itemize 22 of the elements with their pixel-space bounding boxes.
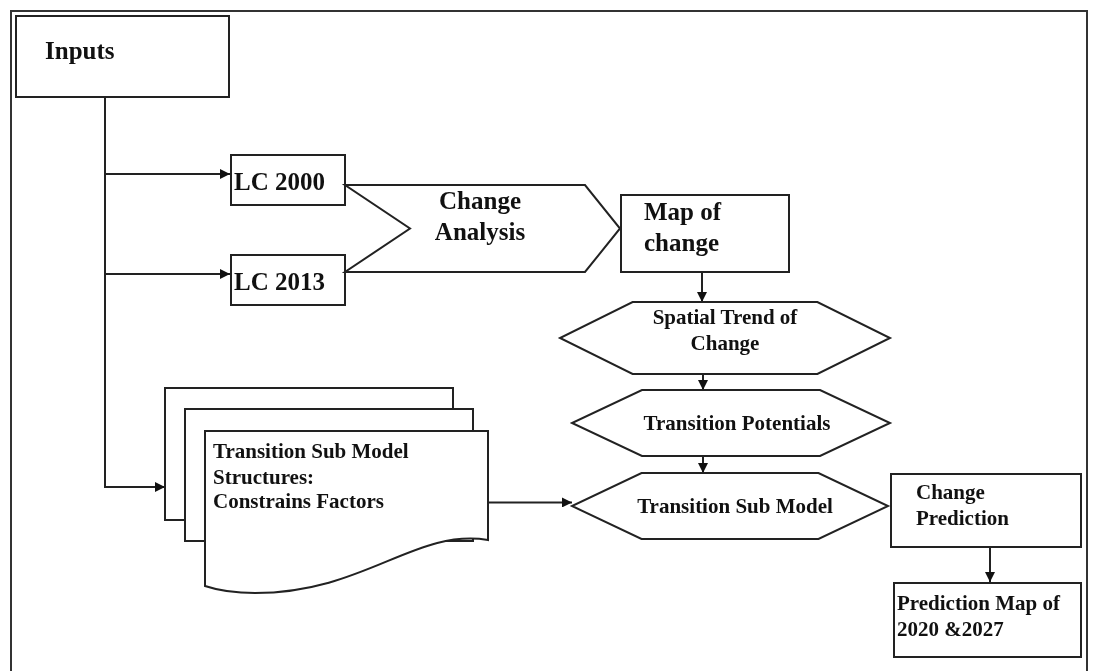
node-label: Change Prediction xyxy=(916,479,1010,532)
process-box xyxy=(15,15,230,98)
process-box xyxy=(620,194,790,273)
node-label: Inputs xyxy=(45,36,116,66)
arrow xyxy=(697,272,707,303)
arrow xyxy=(698,455,708,474)
process-box xyxy=(230,154,346,206)
node-label: Transition Potentials xyxy=(642,410,832,437)
node-label: Constrains Factors xyxy=(213,488,385,515)
process-box xyxy=(890,473,1082,548)
process-box xyxy=(230,254,346,306)
node-label: Prediction Map of 2020 &2027 xyxy=(897,590,1062,643)
process-box xyxy=(893,582,1082,658)
arrow xyxy=(985,547,995,583)
node-label: Spatial Trend of Change xyxy=(651,304,799,357)
node-label: LC 2013 xyxy=(234,267,326,297)
node-label: LC 2000 xyxy=(234,167,326,197)
node-label: Transition Sub Model xyxy=(636,493,834,520)
node-label: Transition Sub Model Structures: xyxy=(213,438,410,491)
node-label: Map of change xyxy=(644,197,723,259)
node-label: Change Analysis xyxy=(433,186,527,248)
arrow xyxy=(698,373,708,391)
